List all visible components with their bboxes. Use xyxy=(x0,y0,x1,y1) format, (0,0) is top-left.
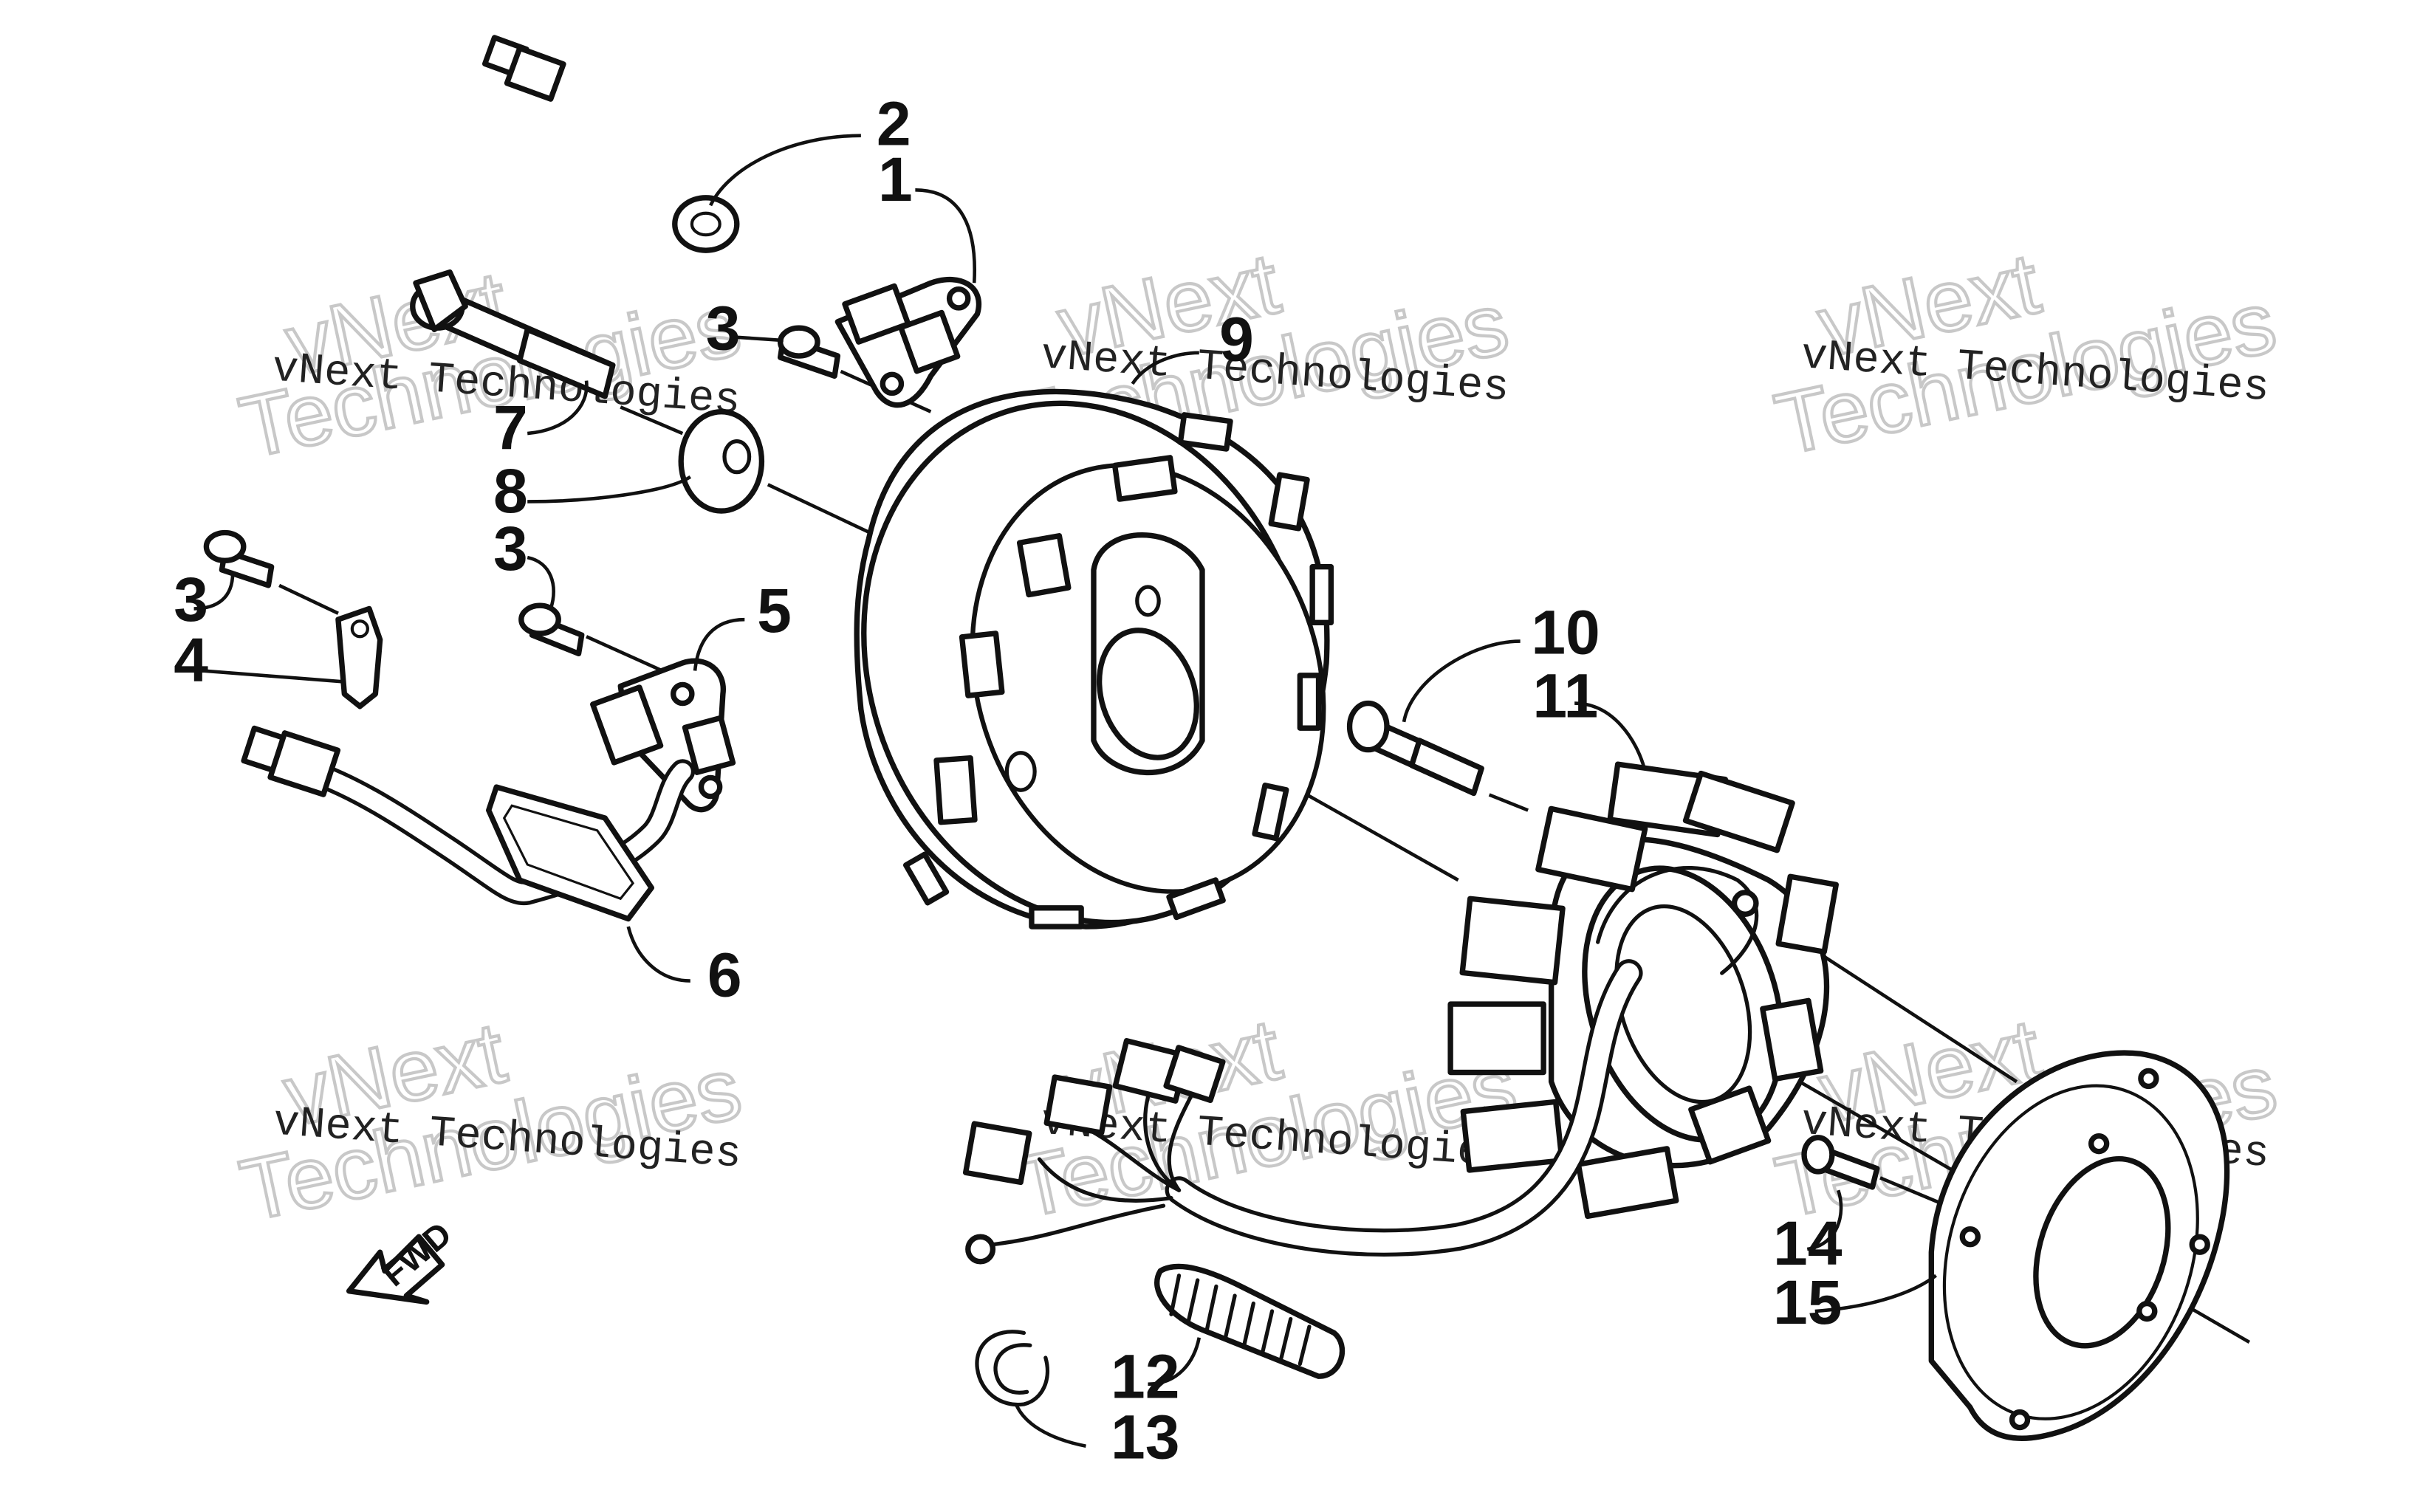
callout-12: 12 xyxy=(1111,1342,1179,1412)
callout-3-upper: 3 xyxy=(706,294,741,363)
stator-part-11 xyxy=(1447,761,1839,1220)
callout-15: 15 xyxy=(1773,1268,1842,1337)
bolt-part-10 xyxy=(1346,700,1484,797)
callout-3-middle: 3 xyxy=(493,514,528,583)
mounting-plate-part-15 xyxy=(1928,1050,2230,1441)
callout-3-left: 3 xyxy=(174,565,208,634)
watermark-4: vNext Technologies vNext Technologies xyxy=(231,1002,750,1240)
callout-6: 6 xyxy=(707,941,742,1010)
stator-wire-harness xyxy=(962,959,1643,1265)
fwd-direction-arrow: FWD xyxy=(346,1214,459,1305)
flywheel-part-9 xyxy=(854,388,1334,929)
washer-part-8 xyxy=(678,408,765,514)
watermark-3: vNext Technologies vNext Technologies xyxy=(1766,233,2285,474)
callout-13: 13 xyxy=(1111,1403,1179,1472)
sensor-harness-part-6 xyxy=(241,725,696,922)
long-bolt-part-7 xyxy=(410,269,616,399)
sleeve-part-12 xyxy=(1154,1263,1346,1379)
callout-1: 1 xyxy=(878,145,913,214)
callout-9: 9 xyxy=(1219,304,1254,374)
screw-part-14 xyxy=(1801,1135,1880,1190)
pulse-sensor-part-1 xyxy=(834,277,981,408)
callout-numbers: 2 1 3 7 8 3 3 4 5 6 9 10 11 12 13 14 15 xyxy=(174,89,1842,1471)
retaining-ring-part-13 xyxy=(975,1330,1050,1407)
clip-part-4 xyxy=(335,605,383,709)
bolt-part-3-middle xyxy=(518,602,585,657)
callout-5: 5 xyxy=(757,576,792,645)
callout-4: 4 xyxy=(174,625,208,695)
bolt-part-3-upper xyxy=(777,325,841,379)
callout-11: 11 xyxy=(1532,661,1598,730)
pulse-coil-wire-part-2 xyxy=(481,35,876,298)
callout-2: 2 xyxy=(877,89,911,158)
leader-lines xyxy=(193,134,1938,1449)
bolt-part-3-left xyxy=(203,529,275,588)
callout-7: 7 xyxy=(493,393,528,462)
callout-8: 8 xyxy=(493,456,528,526)
callout-14: 14 xyxy=(1773,1209,1843,1278)
sensor-part-5 xyxy=(590,658,736,813)
callout-10: 10 xyxy=(1531,597,1600,667)
watermark-1: vNext Technologies vNext Technologies xyxy=(230,251,750,478)
